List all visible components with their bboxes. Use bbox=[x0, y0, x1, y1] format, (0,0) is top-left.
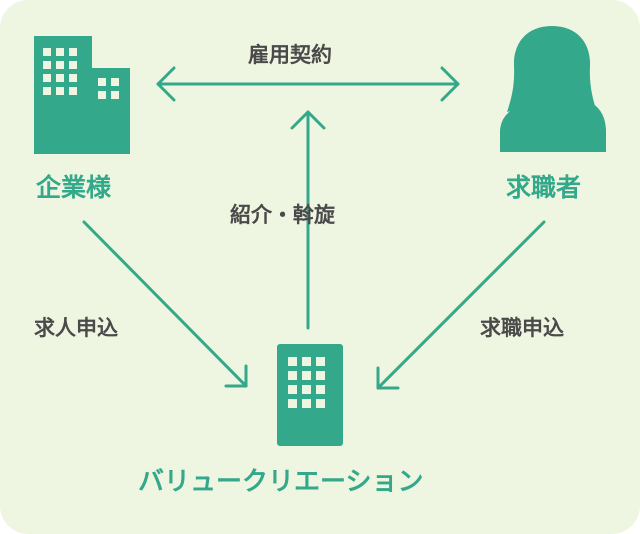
job-offer-arrow bbox=[82, 220, 248, 388]
job-seeker-label: 求職者 bbox=[506, 173, 582, 202]
introduction-arrow bbox=[290, 110, 326, 330]
job-application-label: 求職申込 bbox=[480, 316, 564, 340]
person-icon bbox=[500, 26, 606, 152]
agency-label: バリュークリエーション bbox=[138, 467, 424, 497]
office-building-icon bbox=[277, 344, 343, 446]
employment-label: 雇用契約 bbox=[248, 43, 332, 67]
introduction-label: 紹介・斡旋 bbox=[230, 203, 335, 227]
job-offer-label: 求人申込 bbox=[34, 316, 118, 340]
employment-arrow bbox=[156, 66, 460, 102]
job-application-arrow bbox=[376, 220, 546, 390]
company-label: 企業様 bbox=[36, 173, 112, 202]
building-icon bbox=[34, 36, 130, 154]
